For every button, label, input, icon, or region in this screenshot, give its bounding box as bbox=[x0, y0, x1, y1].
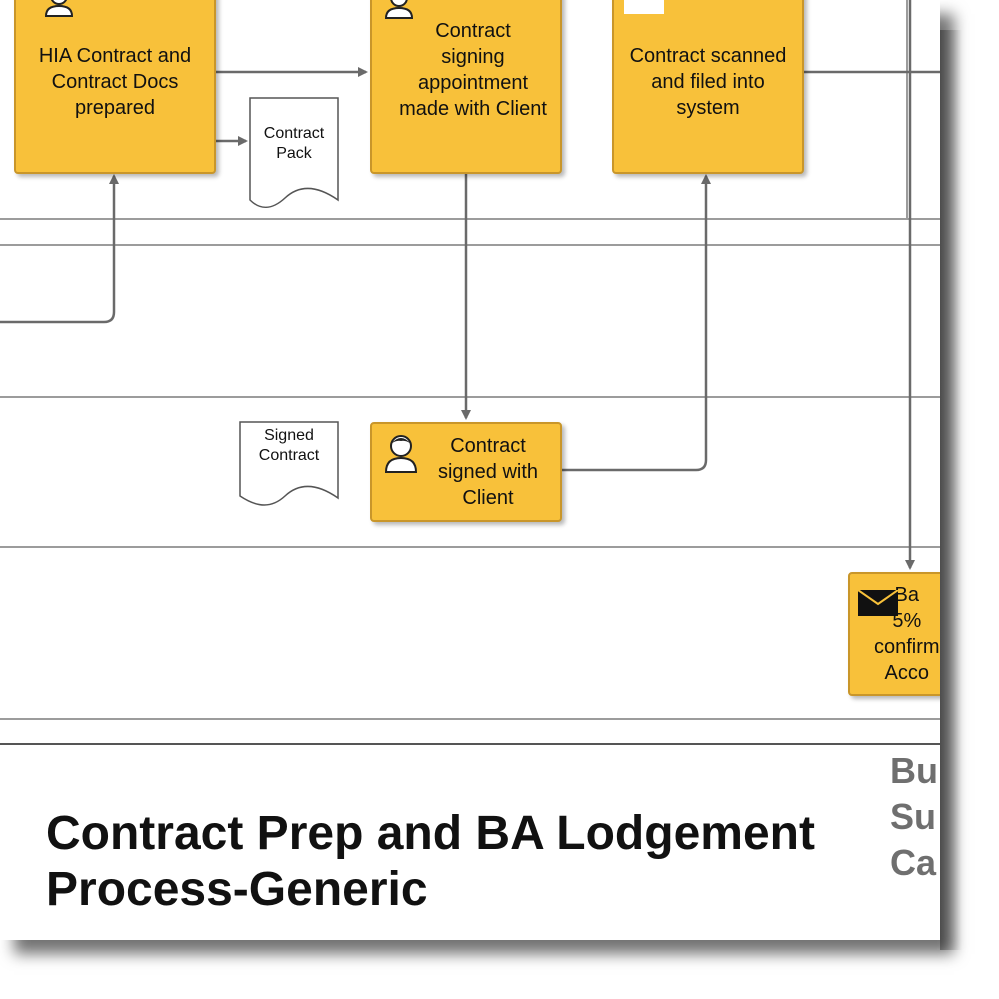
task-ba-confirmation-label: Ba 5% confirm Acco bbox=[874, 584, 940, 684]
task-contract-scanned-label: Contract scanned and filed into system bbox=[629, 45, 787, 119]
connector-incoming-to-hia bbox=[0, 174, 119, 324]
task-contract-scanned[interactable]: Contract scanned and filed into system bbox=[612, 0, 804, 174]
connector-signed-to-scanned bbox=[562, 174, 711, 472]
user-icon bbox=[384, 0, 414, 19]
lane-divider bbox=[0, 546, 940, 548]
lane-divider bbox=[0, 244, 940, 246]
side-label: Bu Su Ca bbox=[890, 750, 938, 883]
task-signing-appointment[interactable]: Contract signing appointment made with C… bbox=[370, 0, 562, 174]
lane-divider bbox=[0, 218, 940, 220]
task-hia-contract-prepared[interactable]: HIA Contract and Contract Docs prepared bbox=[14, 0, 216, 174]
signed-contract-document-label: Signed Contract bbox=[258, 427, 320, 464]
diagram-title: Contract Prep and BA Lodgement Process-G… bbox=[46, 807, 815, 916]
lane-divider bbox=[0, 396, 940, 398]
envelope-icon bbox=[858, 590, 898, 616]
task-ba-confirmation[interactable]: Ba 5% confirm Acco bbox=[848, 572, 940, 696]
contract-pack-document-shape bbox=[249, 97, 339, 208]
task-contract-signed-label: Contract signed with Client bbox=[437, 435, 539, 509]
lane-divider bbox=[0, 718, 940, 720]
lane-divider-vertical bbox=[906, 0, 908, 220]
page-edge-shadow bbox=[940, 30, 962, 950]
user-icon bbox=[384, 435, 418, 473]
task-contract-signed[interactable]: Contract signed with Client bbox=[370, 422, 562, 522]
diagram-page: HIA Contract and Contract Docs prepared … bbox=[0, 0, 940, 916]
signed-contract-document-shape bbox=[239, 421, 339, 506]
task-signing-appointment-label: Contract signing appointment made with C… bbox=[399, 20, 547, 120]
document-icon bbox=[624, 0, 664, 14]
connector-layer bbox=[0, 0, 940, 570]
user-icon bbox=[44, 0, 74, 17]
task-hia-contract-label: HIA Contract and Contract Docs prepared bbox=[38, 45, 192, 119]
footer-divider bbox=[0, 743, 940, 745]
contract-pack-document-label: Contract Pack bbox=[263, 125, 325, 162]
